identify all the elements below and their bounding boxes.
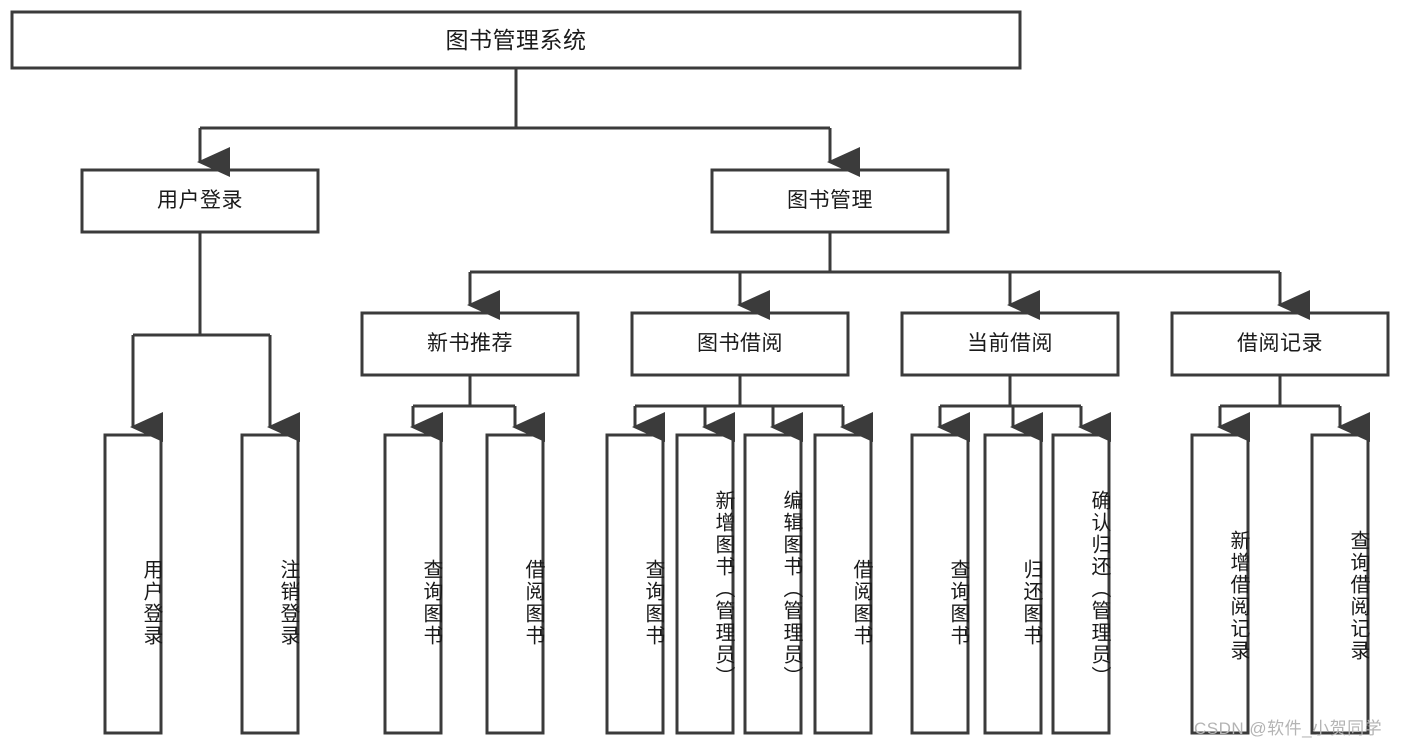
node-box-leaf-user-logout[interactable] — [240, 433, 300, 735]
node-box-borrow-record[interactable] — [1170, 311, 1390, 377]
node-box-leaf-user-login[interactable] — [103, 433, 163, 735]
watermark-text: CSDN @软件_小贺同学 — [1194, 719, 1383, 738]
node-box-leaf-add-book[interactable] — [675, 433, 735, 735]
node-box-leaf-edit-book[interactable] — [743, 433, 803, 735]
node-box-user-login[interactable] — [80, 168, 320, 234]
node-box-leaf-query-book-2[interactable] — [605, 433, 665, 735]
node-box-book-manage[interactable] — [710, 168, 950, 234]
node-box-leaf-query-record[interactable] — [1310, 433, 1370, 735]
node-box-leaf-borrow-book-2[interactable] — [813, 433, 873, 735]
node-box-root[interactable] — [10, 10, 1022, 70]
node-box-new-book-rec[interactable] — [360, 311, 580, 377]
node-box-book-borrow[interactable] — [630, 311, 850, 377]
node-box-leaf-confirm-return[interactable] — [1051, 433, 1111, 735]
node-box-leaf-borrow-book-1[interactable] — [485, 433, 545, 735]
node-box-leaf-query-book-1[interactable] — [383, 433, 443, 735]
node-box-leaf-add-record[interactable] — [1190, 433, 1250, 735]
node-box-leaf-return-book[interactable] — [983, 433, 1043, 735]
node-box-current-borrow[interactable] — [900, 311, 1120, 377]
node-box-leaf-query-book-3[interactable] — [910, 433, 970, 735]
